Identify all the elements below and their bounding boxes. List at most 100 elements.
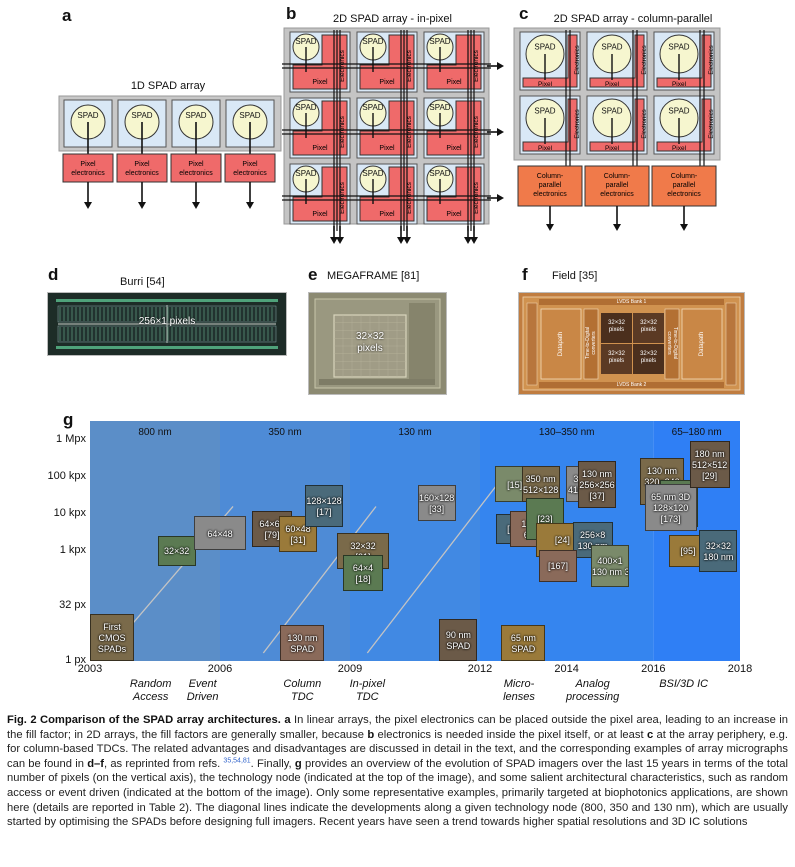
megaframe-micrograph: 32×32 pixels (308, 292, 447, 395)
burri-micrograph-art (48, 293, 286, 355)
megaframe-micrograph-art (309, 293, 446, 394)
c-cell-1-1-spad-label: SPAD (601, 106, 622, 115)
imager-thumbnail-label: 400×1 130 nm 3D (592, 555, 628, 577)
c-cell-1-0-spad-label: SPAD (534, 106, 555, 115)
c-colpar-2 (651, 165, 717, 207)
panel-a-title: 1D SPAD array (130, 80, 206, 92)
a-elec-line2-3: electronics (233, 170, 267, 177)
node-label-4: 65–180 nm (672, 427, 722, 438)
c-colpar-l1-0: Column- (537, 173, 564, 180)
panel-f-title: Field [35] (552, 270, 598, 282)
c-cell-1-2-pixel (656, 98, 712, 152)
x-tick-label: 2016 (641, 663, 666, 675)
x-tick-label: 2003 (77, 663, 103, 675)
imager-thumbnail: 180 nm 512×512 [29] (689, 441, 730, 488)
c-cell-1-0-pixel-label: Pixel (538, 145, 553, 152)
b-cell-0-2-elec-label: Electronics (473, 49, 480, 82)
b-cell-0-1-spad-label: SPAD (362, 37, 383, 46)
b-cell-0-2-spad-label: SPAD (429, 37, 450, 46)
y-tick-label: 32 px (59, 598, 86, 611)
panel-d-title: Burri [54] (120, 276, 165, 288)
imager-thumbnail: 90 nm SPAD (439, 619, 478, 661)
field-block-4: 32×32 pixels (640, 351, 657, 364)
b-cell-1-2-elec-label: Electronics (473, 115, 480, 148)
b-cell-2-0-elec-label: Electronics (339, 181, 346, 214)
b-cell-1-2-pixel-label: Pixel (446, 145, 462, 152)
c-cell-0-2-pixel (656, 34, 712, 88)
field-datapath-right: Datapath (699, 331, 705, 357)
imager-thumbnail: 65 nm SPAD (501, 625, 546, 661)
c-cell-0-0-pixel-label: Pixel (538, 81, 553, 88)
imager-thumbnail-label: 65 nm 3D 128×120 [173] (651, 491, 691, 524)
c-out-down-0-head (546, 224, 554, 231)
imager-thumbnail: 32×32 180 nm (699, 529, 738, 572)
b-cell-2-1-elec-label: Electronics (406, 181, 413, 214)
imager-thumbnail-label: [24] (554, 535, 570, 546)
imager-thumbnail-label: 64×48 (207, 528, 233, 539)
architecture-annotation: Micro- lenses (503, 678, 535, 703)
c-cell-0-2-spad-label: SPAD (668, 42, 689, 51)
a-elec-line1-0: Pixel (80, 161, 96, 168)
b-cell-1-1-spad-label: SPAD (362, 103, 383, 112)
megaframe-label-line2: pixels (357, 343, 383, 354)
node-label-2: 130 nm (398, 427, 431, 438)
imager-thumbnail-label: 160×128 [33] (419, 492, 455, 514)
node-label-1: 350 nm (268, 427, 301, 438)
b-cell-2-1-spad-label: SPAD (362, 169, 383, 178)
field-micrograph-art (519, 293, 744, 394)
c-cell-0-2-pixel-label: Pixel (672, 81, 687, 88)
b-cell-2-2-pixel-label: Pixel (446, 211, 462, 218)
b-out-down-a-2-head (464, 237, 472, 244)
y-tick-label: 10 kpx (53, 506, 86, 519)
panel-b-letter: b (286, 4, 297, 23)
panel-a-letter: a (62, 6, 72, 25)
field-block-1: 32×32 pixels (608, 320, 625, 333)
figure-caption: Fig. 2 Comparison of the SPAD array arch… (7, 713, 788, 830)
c-cell-0-0-spad-label: SPAD (534, 42, 555, 51)
imager-thumbnail-label: 350 nm 512×128 (523, 474, 559, 496)
c-cell-1-2-spad-label: SPAD (668, 106, 689, 115)
imager-thumbnail: 130 nm 256×256 [37] (578, 460, 616, 508)
imager-thumbnail-label: 32×32 180 nm (703, 540, 734, 562)
c-colpar-l3-2: electronics (667, 191, 701, 198)
trend-line-2 (366, 483, 498, 654)
caption-title: Fig. 2 Comparison of the SPAD array arch… (7, 714, 281, 726)
imager-thumbnail: 64×4 [18] (343, 554, 383, 591)
megaframe-label-line1: 32×32 (355, 331, 385, 342)
imager-thumbnail-label: 32×32 (164, 546, 190, 557)
field-micrograph: LVDS Bank 1 LVDS Bank 2 Datapath Datapat… (518, 292, 745, 395)
field-tdc-left: Time-to-Digital converters (585, 326, 597, 360)
a-elec-line2-2: electronics (179, 170, 213, 177)
y-tick-label: 100 kpx (47, 470, 86, 483)
caption-label-a: a (284, 714, 291, 726)
a-elec-line2-0: electronics (71, 170, 105, 177)
imager-thumbnail: 130 nm SPAD (280, 625, 325, 661)
caption-text-2: electronics is needed inside the pixel i… (374, 728, 647, 741)
panel-d-letter: d (48, 265, 59, 284)
caption-label-c: c (646, 728, 654, 741)
node-label-0: 800 nm (138, 427, 171, 438)
b-cell-0-0-pixel-label: Pixel (312, 79, 328, 86)
imager-thumbnail: 65 nm 3D 128×120 [173] (644, 483, 697, 531)
c-cell-0-1-pixel (589, 34, 645, 88)
c-cell-1-1-pixel-label: Pixel (605, 145, 620, 152)
a-elec-line1-3: Pixel (242, 161, 258, 168)
field-datapath-left: Datapath (558, 331, 564, 357)
imager-thumbnail: First CMOS SPADs (90, 614, 134, 661)
b-cell-2-2-spad-label: SPAD (429, 169, 450, 178)
b-cell-1-1-pixel-label: Pixel (379, 145, 395, 152)
panel-a-diagram: SPADPixelelectronicsSPADPixelelectronics… (58, 95, 282, 209)
b-cell-1-0-elec-label: Electronics (339, 115, 346, 148)
b-cell-0-2-pixel-label: Pixel (446, 79, 462, 86)
y-tick-label: 1 px (65, 654, 86, 666)
imager-thumbnail-label: 64×4 [18] (352, 562, 374, 584)
x-tick-label: 2014 (554, 663, 579, 675)
c-cell-1-2-pixel-label: Pixel (672, 145, 687, 152)
c-colpar-l3-0: electronics (533, 191, 567, 198)
imager-thumbnail: 128×128 [17] (305, 485, 343, 528)
caption-refs-link[interactable]: 35,54,81 (223, 757, 251, 765)
c-cell-0-1-spad-label: SPAD (601, 42, 622, 51)
c-cell-0-0-pixel (522, 34, 578, 88)
imager-thumbnail-label: First CMOS SPADs (97, 622, 127, 654)
